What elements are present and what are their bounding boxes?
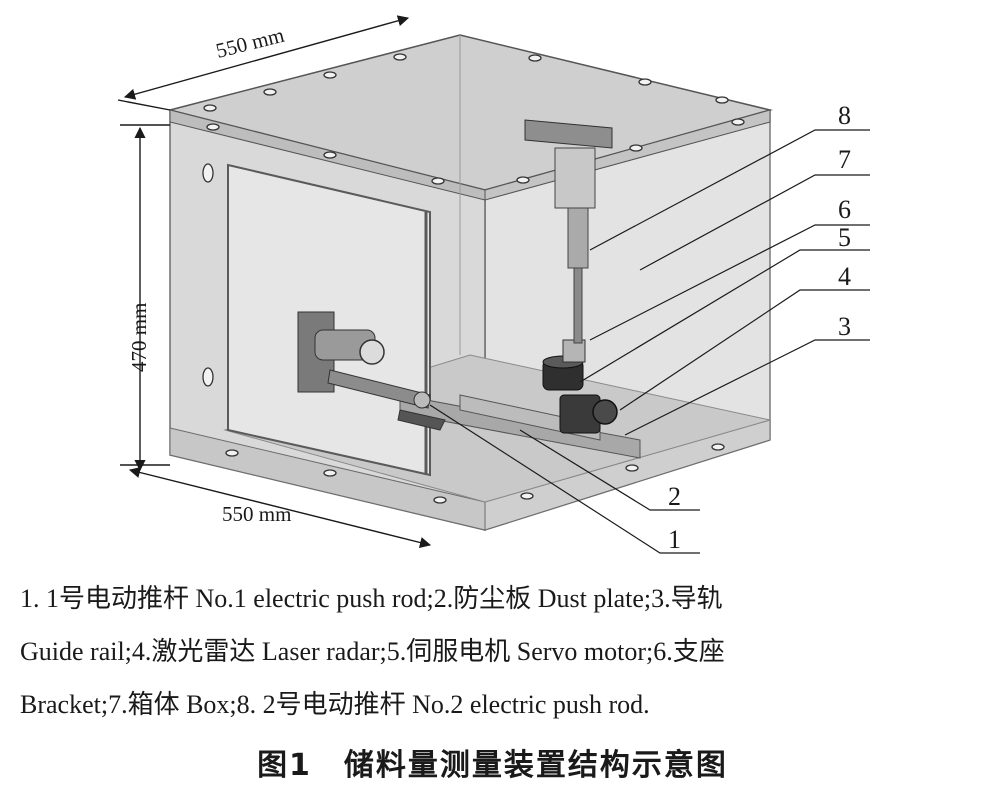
callout-2: 2 [668, 482, 681, 511]
leader-lines [429, 129, 870, 554]
push-rod-1 [297, 311, 446, 431]
callout-8: 8 [838, 101, 851, 130]
figure-title: 图1 储料量测量装置结构示意图 [257, 748, 728, 783]
dim-bottom-width: 550 mm [222, 502, 291, 526]
device-structure-diagram: 550 mm 470 mm 550 mm 8 7 6 5 4 3 2 1 [117, 15, 870, 554]
dim-height: 470 mm [127, 303, 151, 372]
caption-line-3: Bracket;7.箱体 Box;8. 2号电动推杆 No.2 electric… [20, 690, 650, 719]
dimension-lines [117, 15, 432, 548]
dim-top-width: 550 mm [213, 23, 286, 63]
laser-radar [559, 394, 618, 434]
caption-line-2: Guide rail;4.激光雷达 Laser radar;5.伺服电机 Ser… [20, 637, 725, 666]
callout-4: 4 [838, 262, 851, 291]
callout-5: 5 [838, 223, 851, 252]
figure-caption: 1. 1号电动推杆 No.1 electric push rod;2.防尘板 D… [20, 572, 970, 731]
callout-numbers: 8 7 6 5 4 3 2 1 [668, 101, 851, 554]
callout-7: 7 [838, 145, 851, 174]
push-rod-2 [524, 119, 613, 344]
caption-line-1: 1. 1号电动推杆 No.1 electric push rod;2.防尘板 D… [20, 584, 723, 613]
callout-1: 1 [668, 525, 681, 554]
callout-3: 3 [838, 312, 851, 341]
callout-6: 6 [838, 195, 851, 224]
